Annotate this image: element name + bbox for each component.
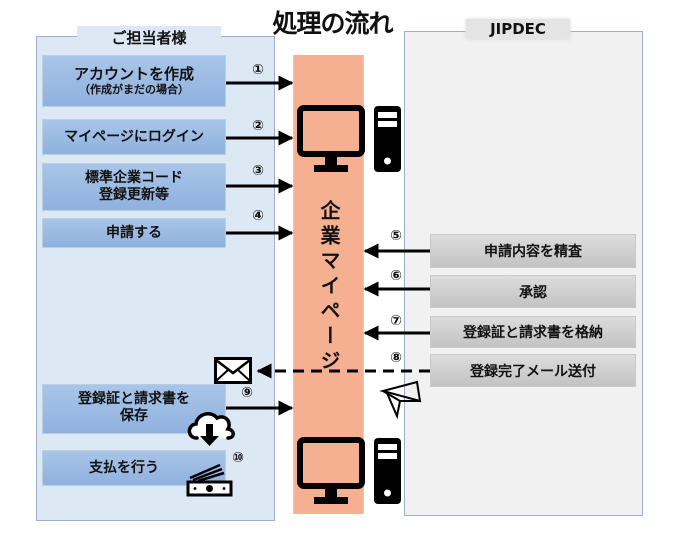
step-number: ② xyxy=(252,118,264,134)
step-label: 支払を行う xyxy=(89,459,159,476)
step-pay: 支払を行う xyxy=(42,450,226,486)
step-label: アカウントを作成 xyxy=(73,64,194,83)
step-number: ⑩ xyxy=(232,450,244,466)
step-number: ③ xyxy=(252,163,264,179)
step-number: ⑨ xyxy=(241,385,253,401)
step-number: ⑦ xyxy=(390,313,402,329)
step-label: マイページにログイン xyxy=(64,128,204,145)
step-label-line2: 登録更新等 xyxy=(99,187,169,203)
step-label-line2: 保存 xyxy=(120,408,148,424)
mypage-bar-label: 企業マイページ xyxy=(317,200,341,375)
step-send-mail: 登録完了メール送付 xyxy=(430,354,636,387)
step-store-documents: 登録証と請求書を格納 xyxy=(430,316,636,348)
step-create-account: アカウントを作成 （作成がまだの場合） xyxy=(42,55,226,107)
step-label: 承認 xyxy=(519,284,547,301)
step-label: 登録完了メール送付 xyxy=(470,363,596,380)
customer-panel xyxy=(36,36,275,521)
step-number: ① xyxy=(252,62,264,78)
step-label: 登録証と請求書を xyxy=(78,391,190,407)
step-update-code: 標準企業コード 登録更新等 xyxy=(42,163,226,211)
step-sublabel: （作成がまだの場合） xyxy=(79,82,189,96)
step-save-documents: 登録証と請求書を 保存 xyxy=(42,384,226,434)
step-label: 登録証と請求書を格納 xyxy=(463,325,603,341)
step-login: マイページにログイン xyxy=(42,119,226,155)
step-apply: 申請する xyxy=(42,218,226,248)
diagram-title: 処理の流れ xyxy=(272,9,393,38)
step-number: ④ xyxy=(252,208,264,224)
step-label: 標準企業コード xyxy=(85,170,183,186)
step-label: 申請する xyxy=(106,224,162,241)
step-number: ⑥ xyxy=(390,268,402,284)
jipdec-panel-label: JIPDEC xyxy=(466,19,570,39)
customer-panel-label: ご担当者様 xyxy=(77,26,221,49)
step-number: ⑧ xyxy=(390,350,402,366)
step-review: 申請内容を精査 xyxy=(430,234,636,268)
step-approve: 承認 xyxy=(430,275,636,308)
step-label: 申請内容を精査 xyxy=(484,244,582,260)
step-number: ⑤ xyxy=(390,228,402,244)
jipdec-panel xyxy=(404,31,643,516)
